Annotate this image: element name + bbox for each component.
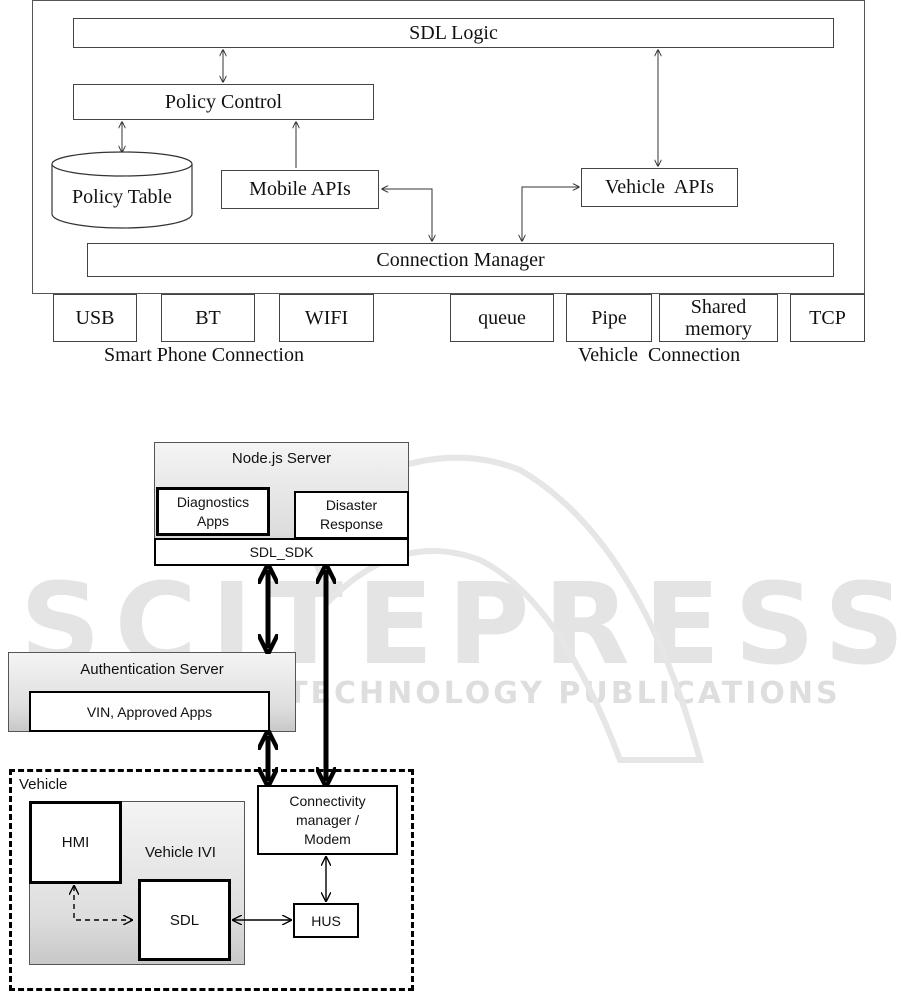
disaster-response-label: Disaster Response	[319, 497, 384, 532]
hmi-box: HMI	[29, 801, 122, 884]
connectivity-manager-label: Connectivity manager / Modem	[289, 792, 366, 847]
sdl-outer-frame	[32, 0, 865, 294]
policy-table-label: Policy Table	[72, 186, 172, 208]
sdl-sdk-box: SDL_SDK	[154, 538, 409, 566]
policy-control-label: Policy Control	[164, 90, 283, 113]
hus-label: HUS	[311, 912, 341, 929]
port-usb-label: USB	[75, 306, 115, 329]
smart-phone-connection-label: Smart Phone Connection	[104, 344, 304, 366]
node-server-label: Node.js Server	[231, 450, 332, 467]
port-usb: USB	[53, 294, 137, 342]
port-tcp: TCP	[790, 294, 865, 342]
port-queue-label: queue	[478, 306, 526, 329]
arrow-vehicle-conn	[522, 187, 579, 241]
port-queue: queue	[450, 294, 554, 342]
port-wifi-label: WIFI	[304, 306, 349, 329]
diagnostics-apps-label: Diagnostics Apps	[176, 493, 250, 529]
sdl-sdk-label: SDL_SDK	[249, 544, 314, 560]
port-shared-memory-label: Shared memory	[685, 296, 752, 340]
hus-box: HUS	[293, 903, 359, 938]
sdl-logic-label: SDL Logic	[409, 21, 498, 44]
vehicle-frame	[9, 769, 414, 991]
port-bt: BT	[161, 294, 255, 342]
sdl-logic-box: SDL Logic	[73, 18, 834, 48]
vin-apps-label: VIN, Approved Apps	[86, 703, 213, 720]
vehicle-label: Vehicle	[19, 776, 68, 793]
connection-manager-label: Connection Manager	[376, 248, 545, 271]
port-pipe: Pipe	[566, 294, 652, 342]
vehicle-apis-label: Vehicle APIs	[605, 176, 714, 198]
port-tcp-label: TCP	[809, 306, 846, 329]
mobile-apis-box: Mobile APIs	[221, 170, 379, 209]
vehicle-ivi-label: Vehicle IVI	[145, 844, 216, 861]
diagnostics-apps-box: Diagnostics Apps	[156, 487, 270, 536]
auth-server-label: Authentication Server	[80, 661, 224, 678]
connection-manager-box: Connection Manager	[87, 243, 834, 277]
arrow-hmi-sdl	[74, 886, 132, 920]
sdl-label: SDL	[169, 911, 200, 929]
port-bt-label: BT	[195, 306, 221, 329]
vehicle-connection-label: Vehicle Connection	[578, 344, 741, 366]
port-wifi: WIFI	[279, 294, 374, 342]
vin-apps-box: VIN, Approved Apps	[29, 691, 270, 732]
port-pipe-label: Pipe	[591, 306, 627, 329]
hmi-label: HMI	[61, 834, 90, 851]
mobile-apis-label: Mobile APIs	[249, 178, 351, 200]
connectivity-manager-box: Connectivity manager / Modem	[257, 785, 398, 855]
port-shared-memory: Shared memory	[659, 294, 778, 342]
vehicle-apis-box: Vehicle APIs	[581, 168, 738, 207]
arrow-mobile-conn	[382, 189, 432, 241]
policy-control-box: Policy Control	[73, 84, 374, 120]
sdl-box: SDL	[138, 879, 231, 961]
